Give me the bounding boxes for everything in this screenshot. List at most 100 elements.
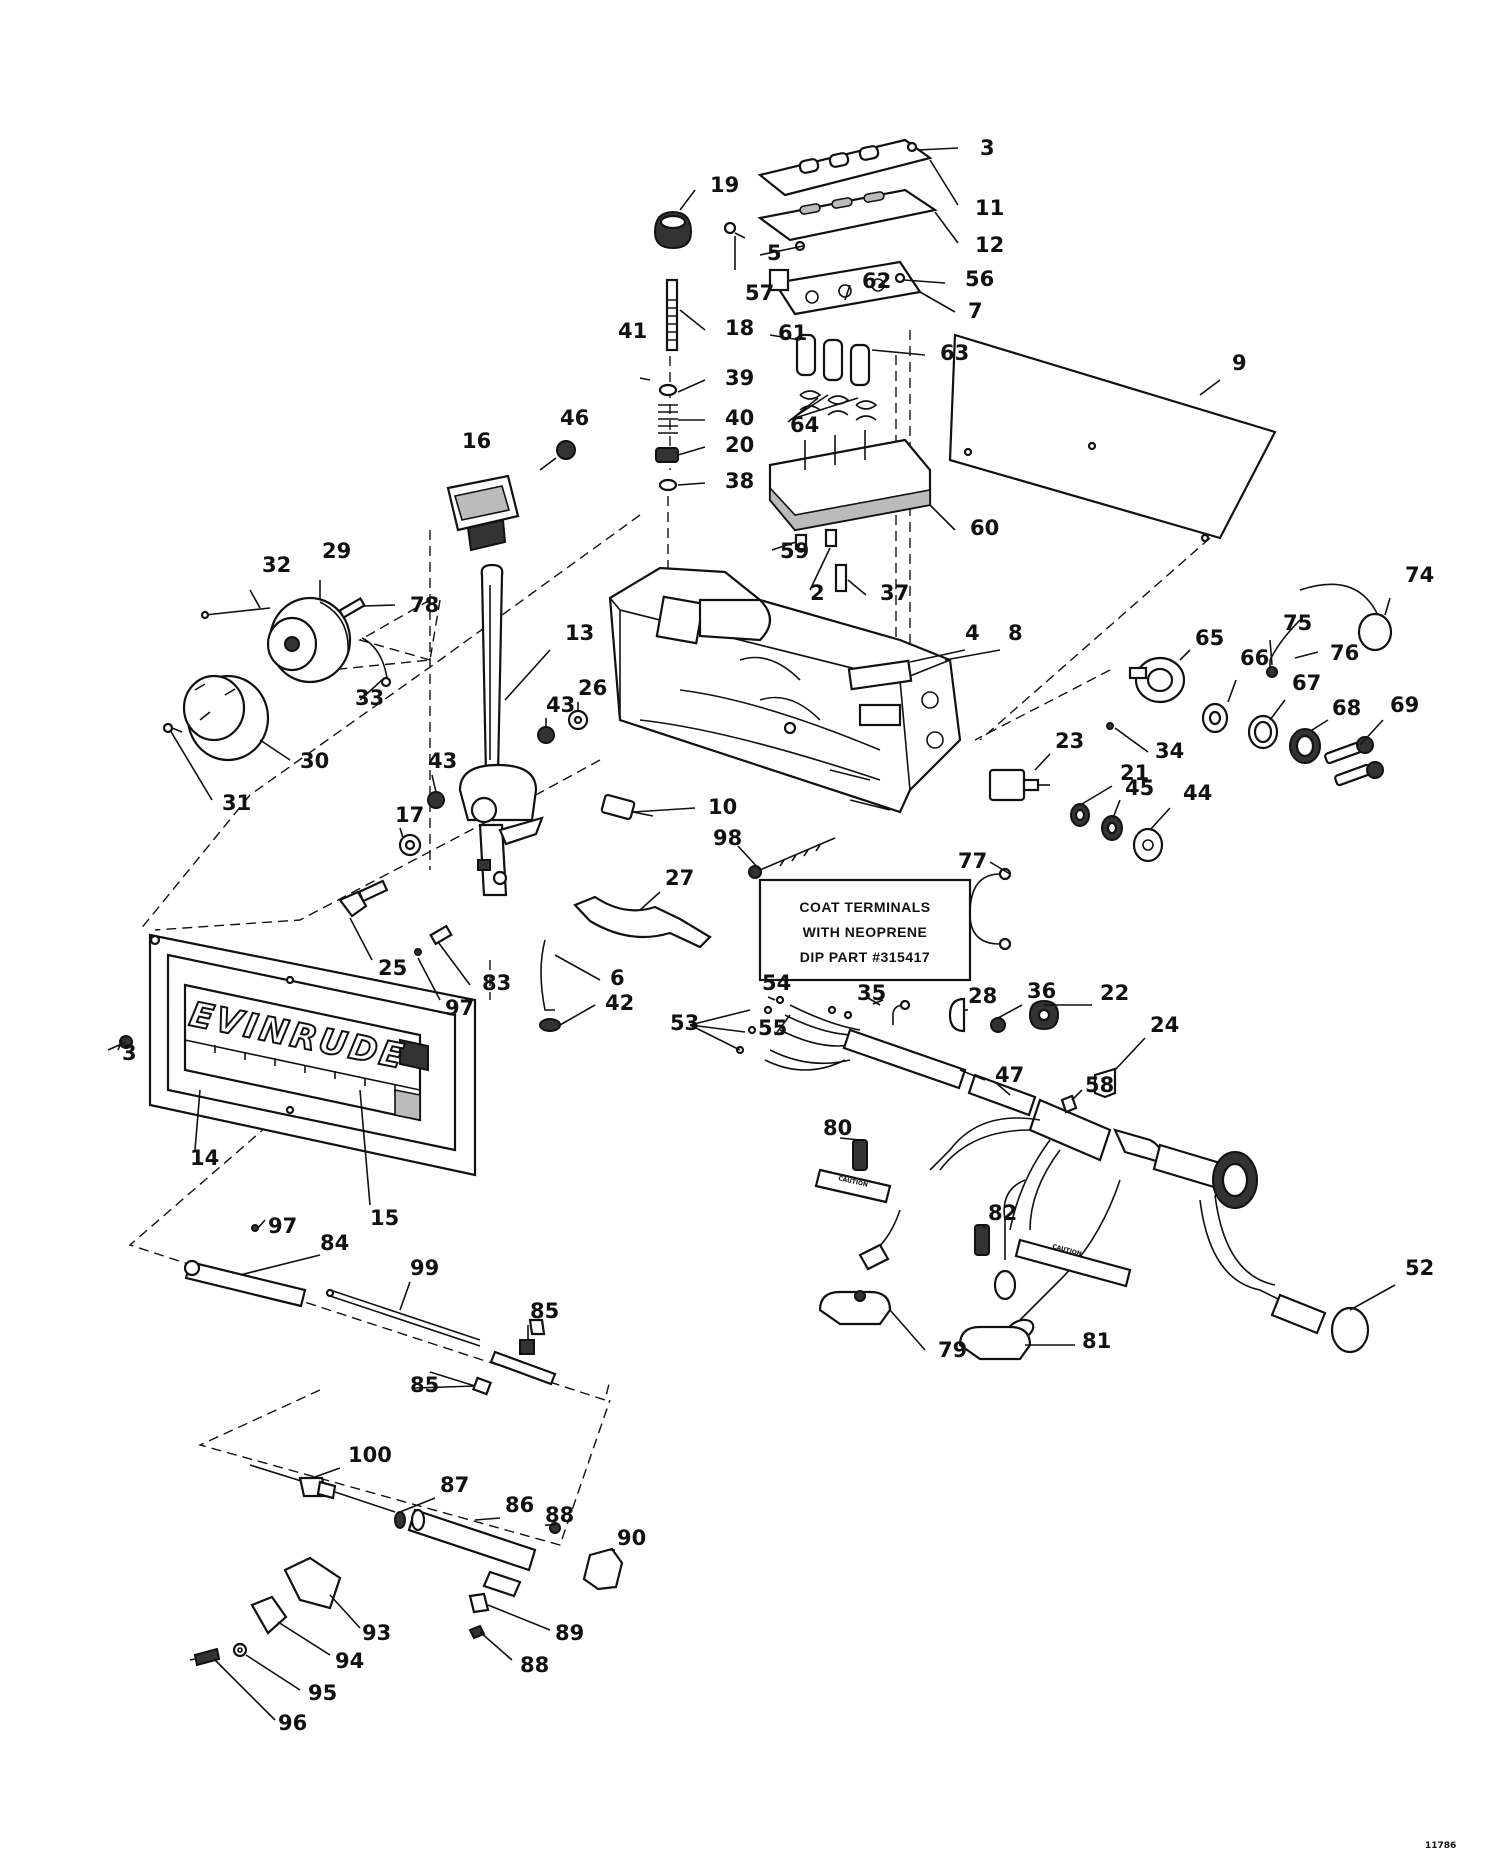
callout-number: 43 <box>546 693 575 717</box>
callout-number: 63 <box>940 341 969 365</box>
lever-hardware <box>338 709 589 956</box>
control-housing <box>608 566 962 814</box>
callout-number: 93 <box>362 1621 391 1645</box>
note-line-2: WITH NEOPRENE <box>803 924 928 940</box>
callout-number: 64 <box>790 413 819 437</box>
cover-gasket <box>757 188 938 242</box>
callout-number: 12 <box>975 233 1004 257</box>
callout-number: 98 <box>713 826 742 850</box>
callout-number: 95 <box>308 1681 337 1705</box>
callout-number: 88 <box>520 1653 549 1677</box>
handle-grip <box>446 474 520 552</box>
control-lever <box>458 563 544 897</box>
neoprene-lead <box>969 867 1012 951</box>
note-line-1: COAT TERMINALS <box>799 899 930 915</box>
callout-number: 45 <box>1125 776 1154 800</box>
callout-number: 13 <box>565 621 594 645</box>
callout-number: 60 <box>970 516 999 540</box>
anchor-hardware <box>189 1556 342 1667</box>
callout-number: 19 <box>710 173 739 197</box>
side-panel <box>948 333 1277 543</box>
callout-number: 61 <box>778 321 807 345</box>
callout-number: 65 <box>1195 626 1224 650</box>
switch-washers <box>1201 702 1321 764</box>
callout-number: 23 <box>1055 729 1084 753</box>
callout-number: 46 <box>560 406 589 430</box>
callout-number: 8 <box>1008 621 1023 645</box>
callout-number: 39 <box>725 366 754 390</box>
callout-number: 3 <box>980 136 995 160</box>
drawing-code: 11786 <box>1425 1841 1456 1851</box>
callout-number: 11 <box>975 196 1004 220</box>
callout-number: 32 <box>262 553 291 577</box>
callout-number: 97 <box>445 996 474 1020</box>
callout-number: 21 <box>1120 761 1149 785</box>
push-buttons <box>795 333 878 421</box>
callout-number: 55 <box>758 1016 787 1040</box>
callout-number: 87 <box>440 1473 469 1497</box>
switch-block <box>768 430 932 593</box>
callout-number: 29 <box>322 539 351 563</box>
callout-number: 40 <box>725 406 754 430</box>
callout-number: 100 <box>348 1443 392 1467</box>
callout-number: 38 <box>725 469 754 493</box>
callout-number: 26 <box>578 676 607 700</box>
callout-number: 47 <box>995 1063 1024 1087</box>
friction-cup <box>182 674 270 762</box>
callout-number: 84 <box>320 1231 349 1255</box>
callout-number: 96 <box>278 1711 307 1735</box>
callout-number: 9 <box>1232 351 1247 375</box>
callout-number: 58 <box>1085 1073 1114 1097</box>
callout-number: 3 <box>122 1041 137 1065</box>
callout-number: 24 <box>1150 1013 1179 1037</box>
callout-number: 67 <box>1292 671 1321 695</box>
callout-number: 66 <box>1240 646 1269 670</box>
callout-number: 82 <box>988 1201 1017 1225</box>
callout-number: 59 <box>780 539 809 563</box>
callout-number: 90 <box>617 1526 646 1550</box>
callout-number: 25 <box>378 956 407 980</box>
callout-number: 18 <box>725 316 754 340</box>
note-box <box>758 878 972 982</box>
callout-number: 14 <box>190 1146 219 1170</box>
ignition-keys <box>1324 736 1384 787</box>
friction-housing <box>266 596 352 684</box>
callout-number: 53 <box>670 1011 699 1035</box>
callout-number: 42 <box>605 991 634 1015</box>
front-bezel <box>107 933 477 1177</box>
callout-number: 74 <box>1405 563 1434 587</box>
callout-number: 97 <box>268 1214 297 1238</box>
callout-number: 7 <box>968 299 983 323</box>
callout-number: 69 <box>1390 693 1419 717</box>
callout-number: 37 <box>880 581 909 605</box>
callout-number: 80 <box>823 1116 852 1140</box>
callout-number: 31 <box>222 791 251 815</box>
neutral-switch <box>600 793 654 821</box>
callout-number: 22 <box>1100 981 1129 1005</box>
callout-number: 54 <box>762 971 791 995</box>
callout-number: 33 <box>355 686 384 710</box>
callout-number: 81 <box>1082 1329 1111 1353</box>
battery-clamps <box>814 1139 1132 1361</box>
callout-number: 4 <box>965 621 980 645</box>
callout-number: 57 <box>745 281 774 305</box>
callout-number: 10 <box>708 795 737 819</box>
callout-number: 56 <box>965 267 994 291</box>
callout-number: 79 <box>938 1338 967 1362</box>
callout-number: 20 <box>725 433 754 457</box>
long-screw <box>748 837 836 879</box>
callout-number: 16 <box>462 429 491 453</box>
callout-number: 52 <box>1405 1256 1434 1280</box>
callout-number: 44 <box>1183 781 1212 805</box>
callout-number: 77 <box>958 849 987 873</box>
threaded-stud <box>665 278 679 352</box>
callout-number: 34 <box>1155 739 1184 763</box>
cable-clamps <box>872 997 1117 1114</box>
link-rod <box>539 939 561 1032</box>
spring-and-washers <box>639 377 679 492</box>
wires-and-pins <box>162 597 392 734</box>
callout-number: 88 <box>545 1503 574 1527</box>
toggle-switch <box>988 722 1164 863</box>
callout-number: 94 <box>335 1649 364 1673</box>
